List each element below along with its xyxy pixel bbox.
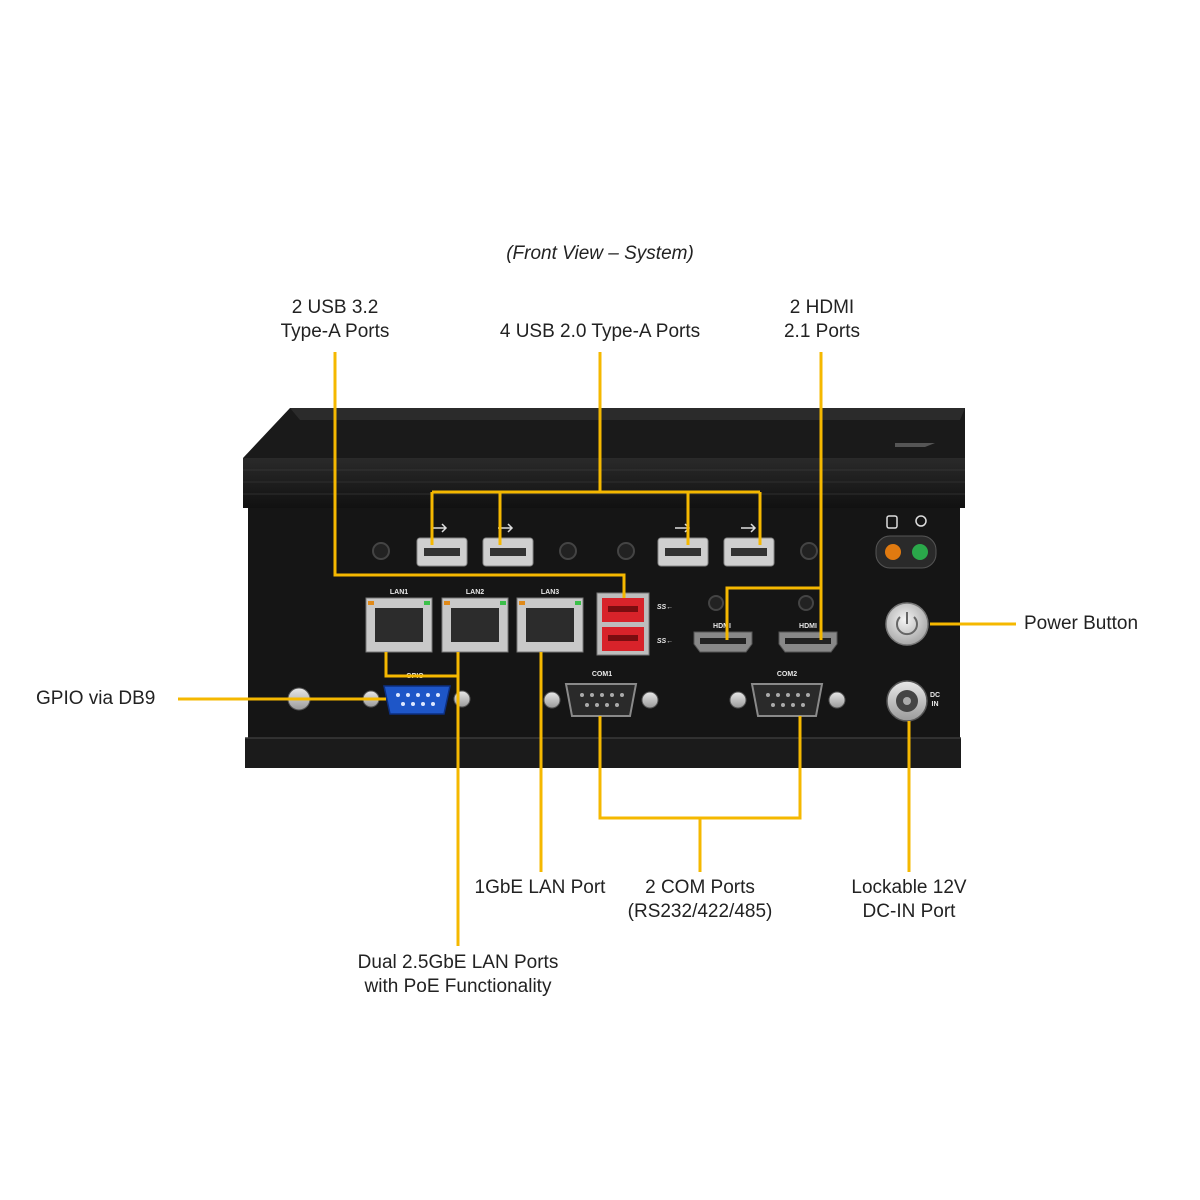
lan2-port bbox=[441, 597, 509, 653]
usb20-port bbox=[657, 537, 709, 567]
usb32-ports bbox=[596, 592, 650, 656]
status-leds bbox=[875, 515, 937, 569]
callout-com-ports: 2 COM Ports (RS232/422/485) bbox=[627, 877, 773, 922]
lan1-port bbox=[365, 597, 433, 653]
lan-ports bbox=[365, 597, 584, 653]
panel-screws bbox=[372, 542, 818, 611]
callout-1gbe-lan: 1GbE LAN Port bbox=[474, 877, 606, 898]
callout-usb20: 4 USB 2.0 Type-A Ports bbox=[499, 321, 701, 342]
diagram-title: (Front View – System) bbox=[506, 243, 694, 264]
lan2-label: LAN2 bbox=[466, 589, 484, 596]
power-button[interactable] bbox=[885, 602, 929, 646]
in-label: IN bbox=[932, 701, 939, 708]
callout-dual-25gbe-lan: Dual 2.5GbE LAN Ports with PoE Functiona… bbox=[357, 952, 559, 997]
callout-hdmi: 2 HDMI 2.1 Ports bbox=[783, 297, 861, 342]
com2-port bbox=[729, 683, 846, 717]
usb-symbol-icon bbox=[432, 523, 757, 533]
power-led-icon bbox=[915, 515, 927, 527]
callout-power-button: Power Button bbox=[1024, 613, 1139, 634]
lan3-label: LAN3 bbox=[541, 589, 559, 596]
callout-usb32: 2 USB 3.2 Type-A Ports bbox=[280, 297, 390, 342]
hdd-led-icon bbox=[886, 515, 898, 529]
usb20-port bbox=[723, 537, 775, 567]
hdmi1-label: HDMI bbox=[713, 623, 731, 630]
callout-gpio: GPIO via DB9 bbox=[36, 688, 156, 709]
com1-label: COM1 bbox=[592, 671, 612, 678]
ss-label-top: SS← bbox=[657, 604, 673, 611]
usb20-port bbox=[482, 537, 534, 567]
com1-port bbox=[543, 683, 659, 717]
callout-dc-in: Lockable 12V DC-IN Port bbox=[851, 877, 967, 922]
ss-label-bottom: SS← bbox=[657, 638, 673, 645]
leader-lines bbox=[178, 352, 1016, 946]
dc-in-port bbox=[886, 680, 928, 722]
com2-label: COM2 bbox=[777, 671, 797, 678]
usb20-port bbox=[416, 537, 468, 567]
lan3-port bbox=[516, 597, 584, 653]
dc-label: DC bbox=[930, 692, 940, 699]
hdmi2-label: HDMI bbox=[799, 623, 817, 630]
lan1-label: LAN1 bbox=[390, 589, 408, 596]
power-icon bbox=[896, 616, 918, 636]
